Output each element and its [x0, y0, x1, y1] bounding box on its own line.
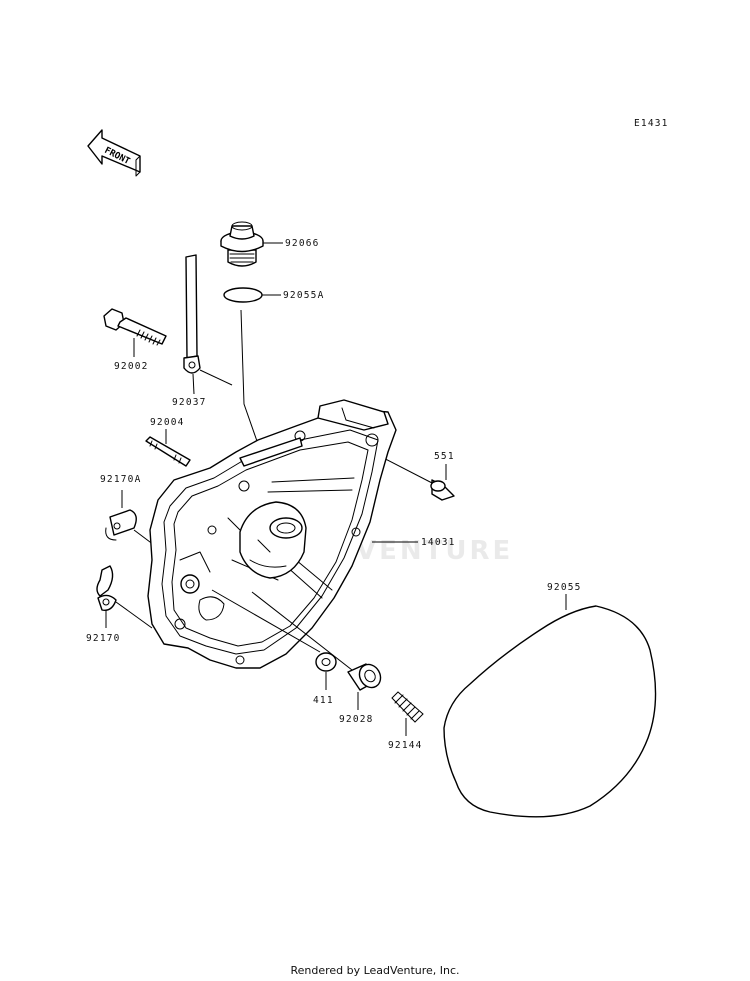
label-14031: 14031 — [421, 537, 456, 548]
dowel-pin-551[interactable] — [430, 479, 455, 501]
label-92170a: 92170A — [100, 474, 142, 485]
label-411: 411 — [313, 695, 334, 706]
bushing-92028[interactable] — [347, 661, 385, 692]
washer-411[interactable] — [315, 652, 337, 672]
clamp-92037[interactable] — [183, 254, 201, 374]
stud-92004[interactable] — [145, 436, 191, 467]
label-92037: 92037 — [172, 397, 207, 408]
o-ring-92055a[interactable] — [223, 287, 263, 303]
label-92004: 92004 — [150, 417, 185, 428]
filler-plug-92066[interactable] — [220, 221, 264, 267]
label-92144: 92144 — [388, 740, 423, 751]
front-arrow-icon: FRONT — [87, 129, 141, 177]
clamp-92170[interactable] — [96, 565, 117, 611]
label-92066: 92066 — [285, 238, 320, 249]
bolt-92002[interactable] — [103, 308, 167, 346]
label-92002: 92002 — [114, 361, 149, 372]
label-92055a: 92055A — [283, 290, 325, 301]
label-551: 551 — [434, 451, 455, 462]
footer-credit: Rendered by LeadVenture, Inc. — [290, 964, 460, 977]
diagram-code: E1431 — [634, 118, 669, 129]
gasket-92055[interactable] — [443, 605, 657, 818]
spring-92144[interactable] — [391, 691, 424, 723]
label-92028: 92028 — [339, 714, 374, 725]
clamp-92170a[interactable] — [105, 509, 137, 541]
label-92055: 92055 — [547, 582, 582, 593]
label-92170: 92170 — [86, 633, 121, 644]
clutch-cover-14031[interactable] — [147, 399, 397, 669]
